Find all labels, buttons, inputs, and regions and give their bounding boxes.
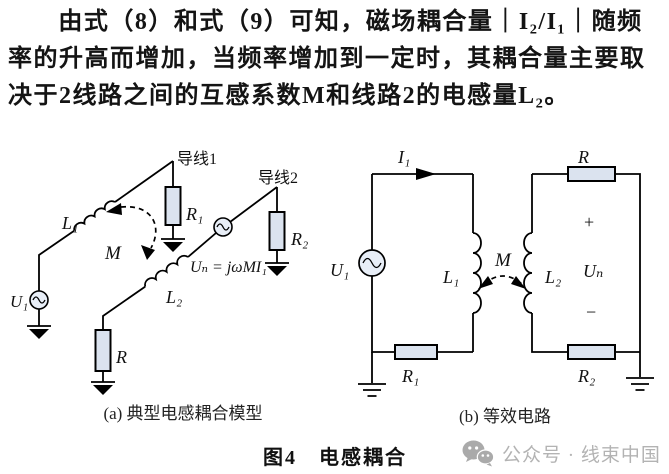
voltage-source-U1-a	[29, 290, 49, 326]
ground-icon	[26, 325, 52, 340]
polarity-minus: −	[586, 302, 596, 322]
arrowhead	[106, 203, 122, 215]
figure-caption: 图4 电感耦合	[263, 447, 407, 469]
label-R-b: R	[577, 147, 589, 167]
secondary-loop	[523, 166, 641, 377]
arrowhead	[478, 276, 493, 289]
label-U1-a: U₁	[10, 292, 28, 311]
inductor-L1-b	[472, 232, 482, 314]
label-M-b: M	[494, 250, 512, 271]
watermark-text: 公众号 · 线束中国	[502, 444, 661, 466]
resistor-R1-b	[394, 344, 438, 360]
paragraph-line-1: 由式（8）和式（9）可知，磁场耦合量｜I₂/I₁｜随频	[58, 9, 643, 35]
arrowhead	[511, 276, 526, 289]
paragraph-line-3: 决于2线路之间的互感系数M和线路2的电感量L₂。	[8, 83, 570, 109]
label-Un-b: Uₙ	[583, 261, 603, 281]
label-Un-equation: Uₙ = jωMI₁	[190, 259, 267, 276]
label-L1-a: L₁	[61, 213, 78, 233]
label-R-a: R	[115, 347, 127, 367]
body-paragraph: 由式（8）和式（9）可知，磁场耦合量｜I₂/I₁｜随频 率的升高而增加，当频率增…	[8, 4, 664, 115]
resistor-R-b	[567, 166, 616, 182]
current-arrow-I1	[416, 168, 436, 180]
label-R2-b: R₂	[577, 366, 595, 386]
polarity-plus: +	[584, 212, 594, 232]
ground-icon	[160, 238, 186, 253]
primary-loop	[358, 168, 482, 383]
ground-icon	[357, 383, 387, 397]
subfigure-a-circuit: 导线1 导线2 L₁ M L₂ R₁ R₂ R U₁ Uₙ = jωMI₁	[10, 150, 308, 396]
label-L2-b: L₂	[544, 267, 561, 287]
resistor-R2-b	[567, 344, 616, 360]
label-M-a: M	[104, 243, 122, 264]
arrowhead	[141, 245, 155, 260]
subfigure-b-circuit: I₁ U₁ L₁ M L₂ R R₁ R₂ Uₙ + −	[330, 147, 655, 397]
inductor-L2-b	[523, 232, 533, 314]
inductor-L2-a	[144, 254, 189, 287]
ground-icon	[264, 262, 290, 277]
wire2-conductor	[102, 186, 278, 330]
resistor-R2-branch-a	[268, 187, 286, 263]
wechat-icon	[462, 440, 495, 467]
wire1-conductor	[38, 160, 174, 291]
resistor-R-a	[94, 329, 112, 372]
ground-icon	[90, 381, 116, 396]
label-I1-b: I₁	[397, 147, 410, 167]
resistor-R-branch-a	[94, 329, 112, 382]
label-R2-a: R₂	[290, 229, 308, 249]
resistor-R1-a	[164, 186, 182, 226]
mutual-inductance-arrow-a	[106, 203, 157, 260]
label-U1-b: U₁	[330, 260, 349, 280]
resistor-R2-a	[268, 211, 286, 251]
subfigure-a-caption: (a) 典型电感耦合模型	[103, 404, 263, 423]
label-R1-a: R₁	[185, 204, 203, 224]
watermark: 公众号 · 线束中国	[461, 439, 661, 467]
label-L1-b: L₁	[442, 267, 459, 287]
ground-icon	[625, 377, 655, 391]
label-R1-b: R₁	[401, 366, 419, 386]
resistor-R1-branch-a	[164, 161, 182, 239]
paragraph-line-2: 率的升高而增加，当频率增加到一定时，其耦合量主要取	[8, 46, 646, 72]
mutual-inductance-arrow-b	[478, 275, 526, 289]
inductor-L1-a	[73, 200, 116, 231]
label-wire2: 导线2	[258, 169, 298, 187]
label-L2-a: L₂	[165, 287, 182, 307]
label-wire1: 导线1	[177, 150, 217, 168]
subfigure-b-caption: (b) 等效电路	[458, 407, 552, 426]
